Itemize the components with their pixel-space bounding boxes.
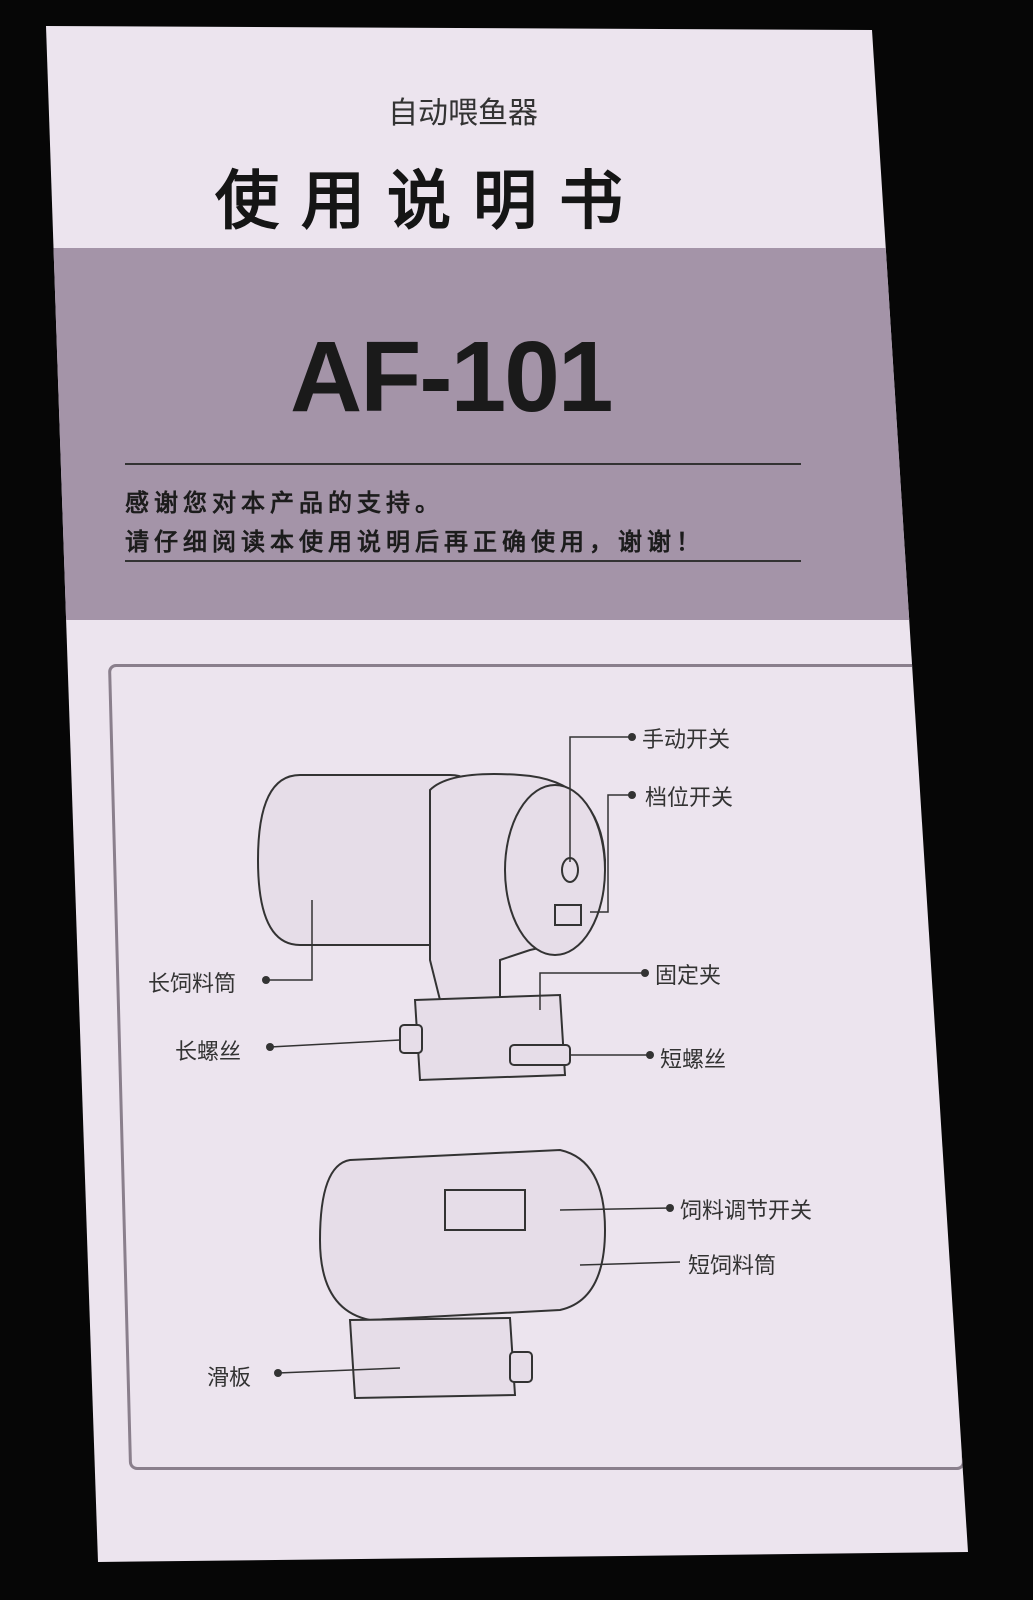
- thanks-line-2: 请仔细阅读本使用说明后再正确使用，谢谢！: [125, 528, 705, 556]
- divider-top: [125, 463, 801, 465]
- label-feed-adjust-switch: 饲料调节开关: [680, 1199, 813, 1224]
- label-fixing-clip: 固定夹: [655, 964, 722, 989]
- screw-knob-bottom: [509, 1351, 533, 1383]
- clip-shape: [413, 993, 567, 1082]
- dial-shape: [504, 784, 606, 956]
- mode-switch-shape: [554, 904, 582, 926]
- slide-plate-shape: [348, 1316, 517, 1400]
- label-long-screw: 长螺丝: [175, 1040, 242, 1065]
- short-hopper-shape: [318, 1148, 607, 1322]
- label-slide-plate: 滑板: [207, 1366, 252, 1391]
- window-shape: [444, 1189, 526, 1231]
- short-screw-shape: [509, 1044, 571, 1066]
- model-number: AF-101: [290, 321, 613, 433]
- header-band: [46, 248, 968, 620]
- long-screw-knob: [399, 1024, 423, 1054]
- divider-bottom: [125, 560, 801, 562]
- label-mode-switch: 档位开关: [645, 786, 734, 811]
- label-manual-switch: 手动开关: [642, 728, 731, 753]
- manual-title: 使用说明书: [215, 165, 645, 239]
- thanks-line-1: 感谢您对本产品的支持。: [125, 489, 444, 517]
- label-short-screw: 短螺丝: [660, 1048, 727, 1073]
- label-short-hopper: 短饲料筒: [688, 1254, 777, 1279]
- product-subtitle: 自动喂鱼器: [388, 96, 538, 131]
- label-long-hopper: 长饲料筒: [148, 972, 237, 997]
